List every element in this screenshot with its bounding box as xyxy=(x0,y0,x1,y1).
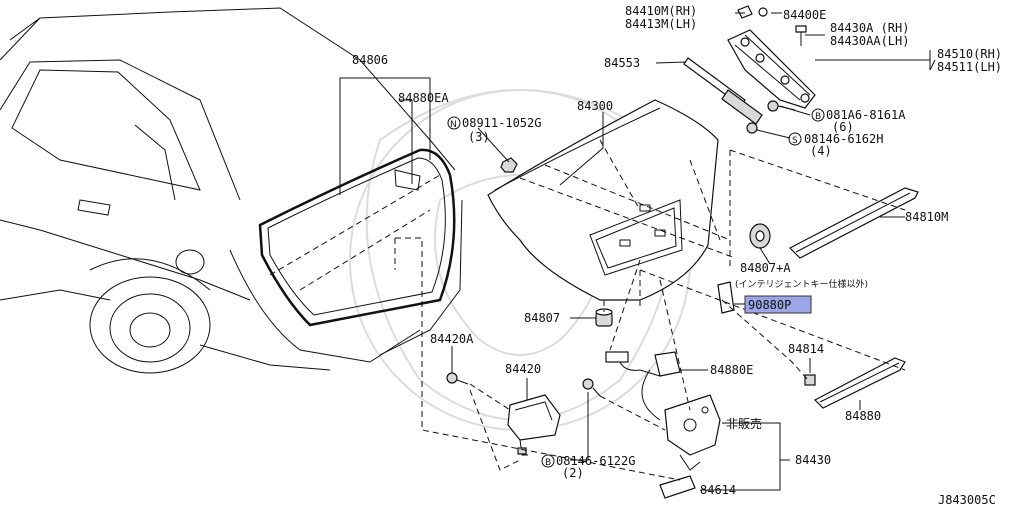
label-84430: 84430 xyxy=(795,453,831,467)
label-081a6: 081A6-8161A xyxy=(826,108,906,122)
circle-n-icon xyxy=(447,116,461,130)
circle-b-icon xyxy=(811,108,825,122)
label-84814: 84814 xyxy=(788,342,824,356)
label-84807: 84807 xyxy=(524,311,560,325)
nut-08911-icon[interactable] xyxy=(500,157,518,173)
circle-b-letter: B xyxy=(815,112,821,122)
bolt-08146-6162h-icon[interactable] xyxy=(746,122,758,134)
hinge-84510-icon[interactable] xyxy=(727,29,816,109)
label-84300: 84300 xyxy=(577,99,613,113)
circle-b2-icon xyxy=(541,454,555,468)
finisher-84810m-icon[interactable] xyxy=(788,187,919,259)
label-84614: 84614 xyxy=(700,483,736,497)
diagram-code: J843005C xyxy=(938,493,996,507)
label-08911: 08911-1052G xyxy=(462,116,541,130)
highlight-90880p xyxy=(744,295,812,314)
car-body-illustration xyxy=(0,7,463,374)
label-84553: 84553 xyxy=(604,56,640,70)
latch-84430-icon[interactable] xyxy=(664,394,721,471)
label-84413m: 84413M(LH) xyxy=(625,17,697,31)
clip-84400e-icon[interactable] xyxy=(758,7,768,17)
label-84810m: 84810M xyxy=(905,210,948,224)
label-081a6-qty: (6) xyxy=(832,120,854,134)
callouts: 84806 84880EA N 08911-1052G (3) 84300 84… xyxy=(352,4,1002,507)
label-08146-6162h: 08146-6162H xyxy=(804,132,883,146)
label-84807a: 84807+A xyxy=(740,261,791,275)
circle-b2-letter: B xyxy=(545,458,551,468)
label-84510: 84510(RH) xyxy=(937,47,1002,61)
hinge-pin-84410m-icon[interactable] xyxy=(737,5,753,19)
label-84420: 84420 xyxy=(505,362,541,376)
bumper-84807a-icon[interactable] xyxy=(749,223,771,249)
bolt-84430a-icon[interactable] xyxy=(795,25,807,46)
label-84880: 84880 xyxy=(845,409,881,423)
clip-84814-icon[interactable] xyxy=(804,374,816,386)
trunk-lid-84300[interactable] xyxy=(487,99,719,301)
bolt-84420a-icon[interactable] xyxy=(446,372,469,385)
label-84806: 84806 xyxy=(352,53,388,67)
label-90880p: 90880P xyxy=(748,298,791,312)
actuator-84880e-icon[interactable] xyxy=(605,351,681,421)
label-84807a-note: (インテリジェントキー仕様以外) xyxy=(735,278,868,290)
label-84400e: 84400E xyxy=(783,8,826,22)
label-84410m: 84410M(RH) xyxy=(625,4,697,18)
circle-s-icon xyxy=(788,132,802,146)
striker-84614-icon[interactable] xyxy=(659,475,696,499)
finisher-84880-icon[interactable] xyxy=(813,357,906,409)
label-hihanbai: 非販売 xyxy=(726,416,762,431)
bolt-08146-6122g-icon[interactable] xyxy=(582,378,601,397)
label-84430aa: 84430AA(LH) xyxy=(830,34,909,48)
lock-84420-icon[interactable] xyxy=(507,394,561,456)
leader-lines xyxy=(339,12,936,491)
label-84420a: 84420A xyxy=(430,332,474,346)
label-08146-6122g-qty: (2) xyxy=(562,466,584,480)
circle-s-letter: S xyxy=(792,136,798,146)
label-08146-6162h-qty: (4) xyxy=(810,144,832,158)
circle-n-letter: N xyxy=(450,120,457,130)
bumper-84807-icon[interactable] xyxy=(595,308,613,327)
label-08911-qty: (3) xyxy=(468,130,490,144)
label-84880e: 84880E xyxy=(710,363,753,377)
label-84430a: 84430A (RH) xyxy=(830,21,909,35)
label-84880ea: 84880EA xyxy=(398,91,449,105)
label-84511: 84511(LH) xyxy=(937,60,1002,74)
label-08146-6122g: 08146-6122G xyxy=(556,454,635,468)
